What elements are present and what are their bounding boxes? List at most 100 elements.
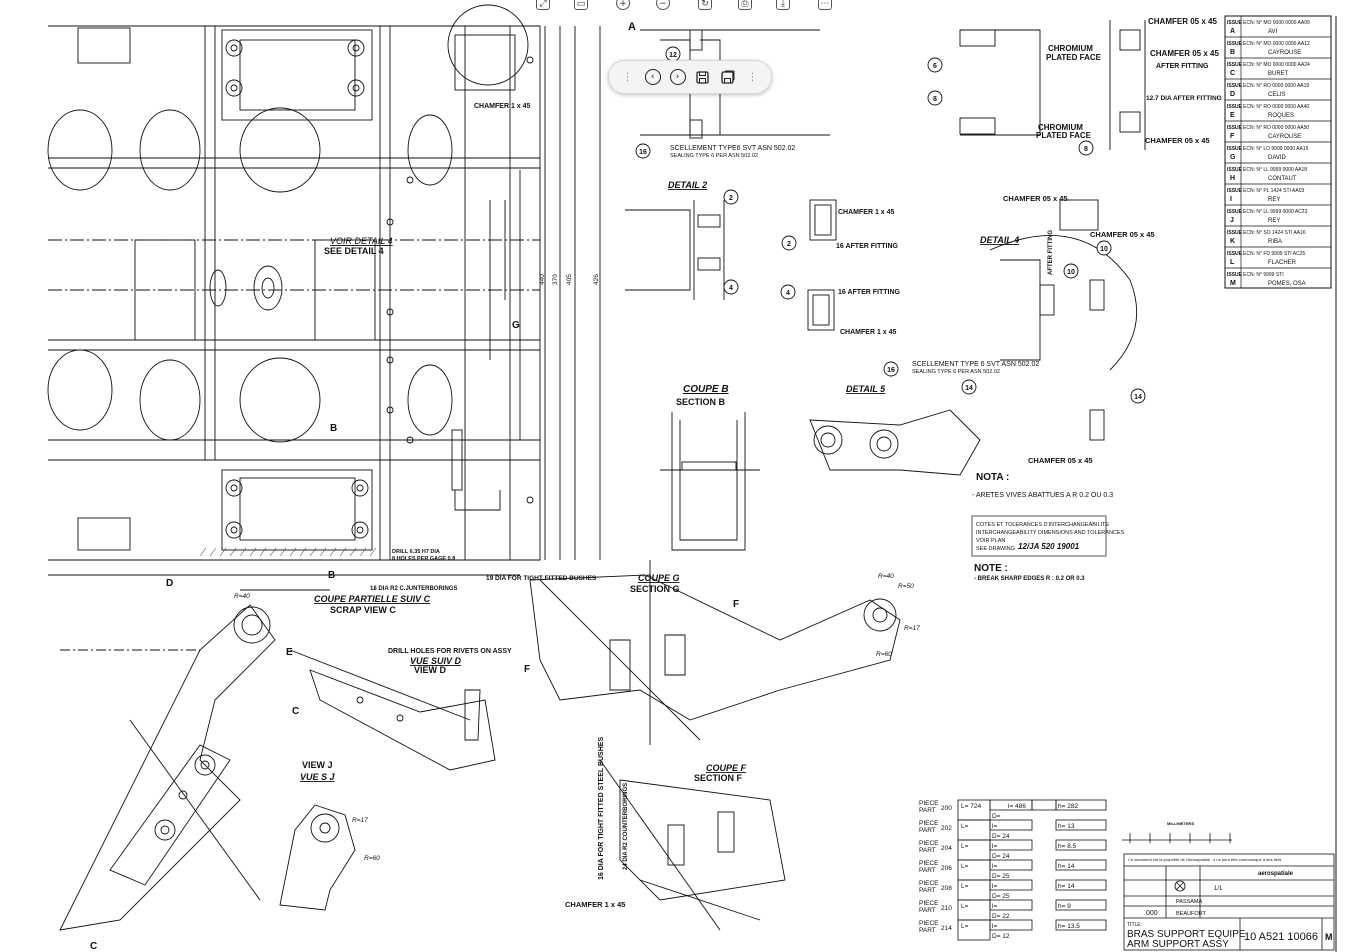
toolbar-grip-handle-right[interactable]: ⋮ (747, 71, 758, 83)
view-letter-d: D (166, 578, 173, 589)
label-cotes-4: SEE DRAWING (976, 546, 1015, 552)
balloon-label: 4 (786, 290, 790, 297)
label-drill-rivets: DRILL HOLES FOR RIVETS ON ASSY (388, 648, 512, 655)
zoom-fit-icon[interactable]: ⤢ (536, 0, 550, 10)
section-g (529, 560, 901, 745)
balloon-label: 12 (669, 52, 677, 59)
rev-issue: ISSUE (1227, 251, 1243, 257)
label-cotes-1: COTES ET TOLERANCES D'INTERCHANGEABILITE (976, 522, 1109, 528)
label-chamfer-1x45-b: CHAMFER 1 x 45 (838, 209, 895, 216)
more-icon[interactable]: ⋯ (818, 0, 832, 10)
rev-ecn: ECN: N° MO 0000 0000 AA09 (1243, 20, 1310, 26)
label-nota: NOTA : (976, 472, 1009, 483)
part-d: D= 12 (992, 933, 1010, 940)
label-plated-face-top: PLATED FACE (1046, 53, 1102, 62)
toolbar-grip-handle[interactable]: ⋮ (622, 71, 633, 83)
part-h: h= 13.5 (1058, 923, 1080, 930)
rev-issue: ISSUE (1227, 41, 1243, 47)
label-after-fitting-16b: 16 AFTER FITTING (838, 289, 901, 296)
part-l: L= (961, 823, 969, 830)
view-letter-g: G (512, 320, 520, 331)
label-chamfer-05-d: CHAMFER 05 x 45 (1003, 194, 1068, 203)
part-h: h= 8.5 (1058, 843, 1077, 850)
label-after-fitting-vertical: AFTER FITTING (1048, 230, 1054, 275)
part-part: PART (919, 827, 936, 834)
save-icon (696, 70, 709, 84)
view-letter-a: A (628, 21, 636, 33)
part-h: h= 14 (1058, 883, 1075, 890)
label-drill-a: DRILL 6.35 H7 DIA (392, 549, 440, 555)
label-sealing-a: SCELLEMENT TYPE6 SVT ASN 502.02 (670, 145, 795, 152)
label-cotes-3: VOIR PLAN (976, 538, 1005, 544)
rev-letter: M (1230, 280, 1236, 287)
label-note-text: - BREAK SHARP EDGES R : 0.2 OR 0.3 (974, 576, 1085, 582)
rev-ecn: ECN: N° MO 0000 0000 AA24 (1243, 62, 1310, 68)
rev-name: POMES, OSA (1268, 281, 1306, 287)
label-dia-19: 19 DIA FOR TIGHT FITTED BUSHES (486, 575, 597, 582)
label-chamfer-05-b: CHAMFER 05 x 45 (1150, 49, 1219, 58)
rev-name: BURET (1268, 71, 1289, 77)
rev-letter: H (1230, 175, 1235, 182)
next-page-button[interactable]: › (668, 67, 688, 87)
rev-issue: ISSUE (1227, 188, 1243, 194)
print-icon[interactable]: ⎙ (738, 0, 752, 10)
label-voir-detail-4: VOIR DETAIL 4 (330, 236, 393, 246)
rotate-icon[interactable]: ↻ (698, 0, 712, 10)
zoom-out-icon[interactable]: − (656, 0, 670, 10)
part-d: D= 25 (992, 873, 1010, 880)
rev-issue: ISSUE (1227, 83, 1243, 89)
balloon-label: 10 (1067, 269, 1075, 276)
chevron-right-icon: › (669, 69, 686, 85)
dim-440: 440 (539, 274, 546, 285)
download-icon[interactable]: ⤓ (776, 0, 790, 10)
label-after-fitting: AFTER FITTING (1156, 63, 1209, 70)
page-icon[interactable]: ▭ (574, 0, 588, 10)
previous-page-button[interactable]: ‹ (643, 67, 663, 87)
radius-label: R=17 (352, 817, 368, 824)
balloon-label: 8 (1084, 146, 1088, 153)
rev-name: FLACHER (1268, 260, 1297, 266)
part-h: h= 282 (1058, 803, 1078, 810)
rev-letter: A (1230, 28, 1235, 35)
balloon-label: 4 (729, 285, 733, 292)
save-button[interactable] (693, 67, 713, 87)
part-piece: PIECE (919, 900, 939, 907)
detail-5-view (809, 409, 981, 476)
balloon-label: 14 (965, 385, 973, 392)
part-l: L= 724 (961, 803, 981, 810)
part-num: 208 (941, 885, 952, 892)
part-num: 204 (941, 845, 952, 852)
balloon-label: 10 (1100, 246, 1108, 253)
part-i: l= (992, 903, 997, 910)
label-see-detail-4: SEE DETAIL 4 (324, 246, 384, 256)
item-balloons (635, 46, 1146, 404)
label-chamfer-1x45-top: CHAMFER 1 x 45 (474, 103, 531, 110)
rev-name: CELIS (1268, 92, 1285, 98)
rev-name: CONTAUT (1268, 176, 1297, 182)
title-millimeters: MILLIMETERS (1167, 821, 1194, 826)
label-note: NOTE : (974, 563, 1008, 574)
parts-table (957, 799, 1107, 941)
part-i: l= (992, 863, 997, 870)
label-sealing-b: SCELLEMENT TYPE 6 SVT ASN 502.02 (912, 361, 1039, 368)
title-issue-letter: M (1325, 932, 1333, 942)
rev-letter: D (1230, 91, 1235, 98)
label-chamfer-1x45-c: CHAMFER 1 x 45 (840, 329, 897, 336)
part-part: PART (919, 907, 936, 914)
title-en: ARM SUPPORT ASSY (1127, 939, 1229, 950)
title-block (1122, 833, 1335, 951)
rev-name: CAYROUSE (1268, 50, 1301, 56)
detail-12-view (640, 29, 830, 139)
view-j (279, 804, 356, 911)
label-coupe-partielle: COUPE PARTIELLE SUIV C (314, 594, 431, 604)
save-as-button[interactable] (718, 67, 738, 87)
zoom-in-icon[interactable]: + (616, 0, 630, 10)
part-part: PART (919, 847, 936, 854)
part-piece: PIECE (919, 860, 939, 867)
part-i: l= (992, 883, 997, 890)
label-view-d: VIEW D (414, 665, 447, 675)
part-h: h= 9 (1058, 903, 1071, 910)
part-l: L= (961, 903, 969, 910)
rev-letter: E (1230, 112, 1235, 119)
rev-ecn: ECN: N° MO 0000 0000 AA12 (1243, 41, 1310, 47)
